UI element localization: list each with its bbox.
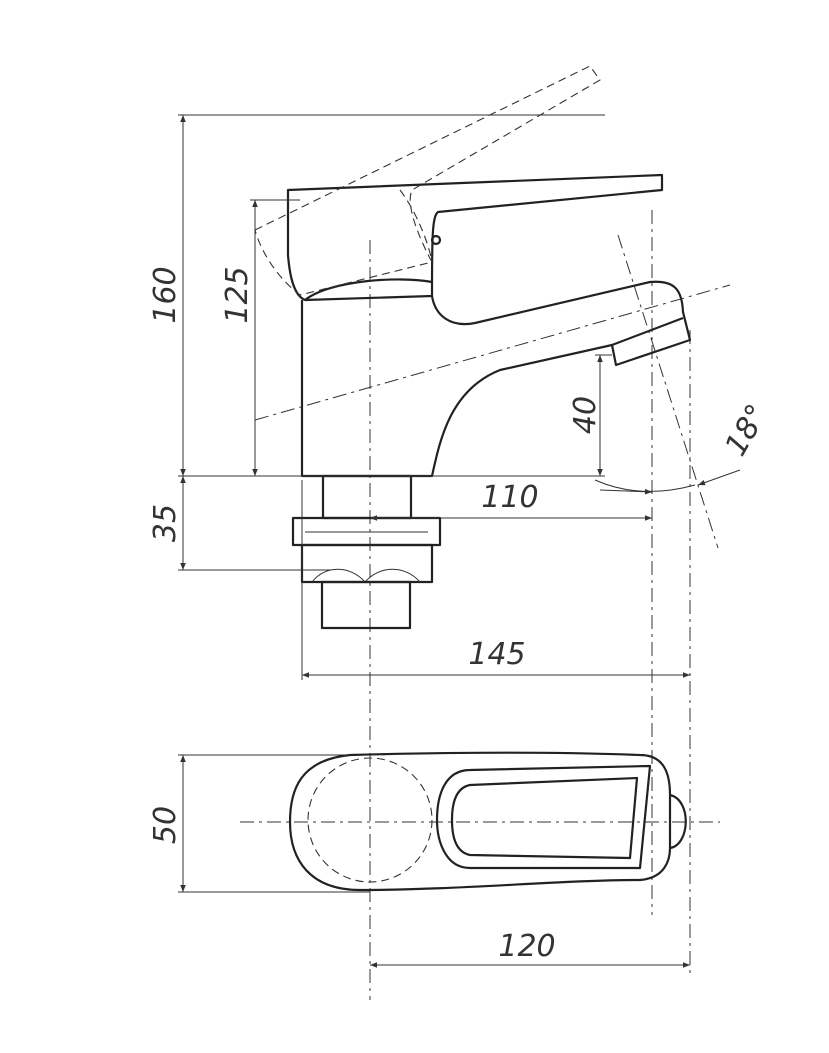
dimension-lines [178,114,741,968]
dim-18-deg: 18° [718,398,775,462]
dim-160: 160 [148,266,183,323]
dim-120: 120 [498,929,555,964]
dim-35: 35 [148,504,183,542]
faucet-top-view [288,751,687,892]
faucet-side-view [254,65,692,630]
centerlines [240,210,731,1000]
dimension-labels: 160 125 35 40 18° 110 145 50 120 [148,266,775,964]
dim-110: 110 [481,480,538,515]
dim-40: 40 [568,396,603,434]
dim-145: 145 [468,637,525,672]
dim-125: 125 [220,266,255,323]
dim-50: 50 [148,806,183,844]
